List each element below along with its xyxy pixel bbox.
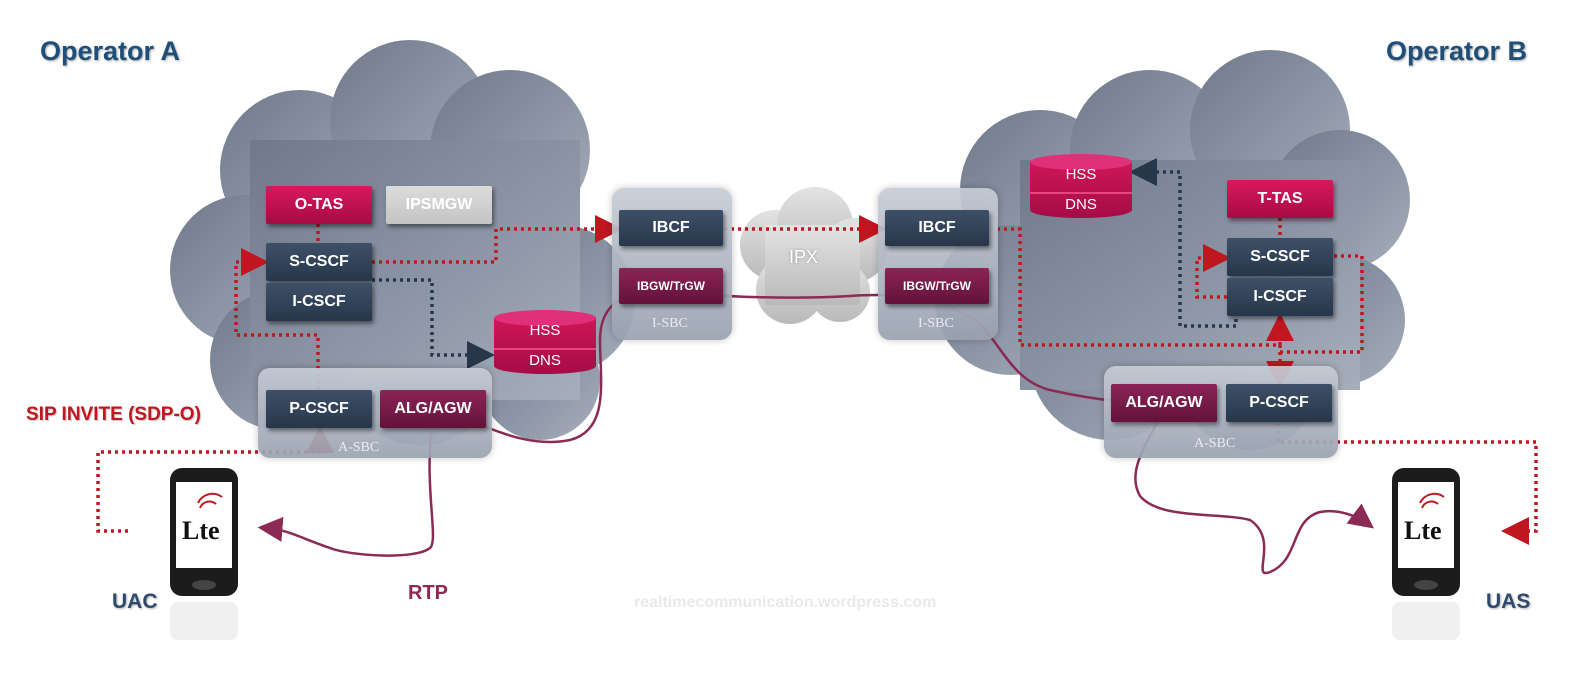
uas-phone bbox=[1392, 468, 1460, 640]
a-alg-agw-node: ALG/AGW bbox=[380, 390, 486, 428]
rtp-media-path bbox=[257, 290, 1375, 575]
o-tas-node: O-TAS bbox=[266, 186, 372, 224]
uas-phone-logo: Lte bbox=[1404, 516, 1442, 545]
i-sbc-label-b: I-SBC bbox=[918, 316, 954, 331]
a-s-cscf-node: S-CSCF bbox=[266, 243, 372, 281]
b-dns-label: DNS bbox=[1065, 196, 1097, 213]
t-tas-node: T-TAS bbox=[1227, 180, 1333, 218]
a-hss-dns-database: HSS DNS bbox=[494, 310, 596, 374]
ipsmgw-node: IPSMGW bbox=[386, 186, 492, 224]
ipx-cloud bbox=[740, 187, 887, 324]
a-ibcf-node: IBCF bbox=[619, 210, 723, 246]
b-s-cscf-node: S-CSCF bbox=[1227, 238, 1333, 276]
b-ibcf-node: IBCF bbox=[885, 210, 989, 246]
a-p-cscf-node: P-CSCF bbox=[266, 390, 372, 428]
a-sbc-label-a: A-SBC bbox=[338, 440, 380, 455]
a-sbc-label-b: A-SBC bbox=[1194, 436, 1236, 451]
b-hss-dns-database: HSS DNS bbox=[1030, 154, 1132, 218]
b-alg-agw-node: ALG/AGW bbox=[1111, 384, 1217, 422]
a-dns-label: DNS bbox=[529, 352, 561, 369]
rtp-label: RTP bbox=[408, 582, 448, 604]
ipx-label: IPX bbox=[789, 247, 819, 267]
uac-label: UAC bbox=[112, 590, 158, 613]
b-p-cscf-node: P-CSCF bbox=[1226, 384, 1332, 422]
uac-phone-logo: Lte bbox=[182, 516, 220, 545]
operator-b-label: Operator B bbox=[1386, 36, 1528, 66]
b-hss-label: HSS bbox=[1065, 166, 1097, 183]
i-sbc-label-a: I-SBC bbox=[652, 316, 688, 331]
diameter-path bbox=[372, 158, 1238, 369]
operator-a-label: Operator A bbox=[40, 36, 181, 66]
sip-invite-label: SIP INVITE (SDP-O) bbox=[26, 404, 201, 425]
a-hss-label: HSS bbox=[529, 322, 561, 339]
uac-phone bbox=[170, 468, 238, 640]
uas-label: UAS bbox=[1486, 590, 1531, 613]
a-ibgw-node: IBGW/TrGW bbox=[619, 268, 723, 304]
a-i-cscf-node: I-CSCF bbox=[266, 283, 372, 321]
b-ibgw-node: IBGW/TrGW bbox=[885, 268, 989, 304]
b-i-cscf-node: I-CSCF bbox=[1227, 278, 1333, 316]
watermark: realtimecommunication.wordpress.com bbox=[634, 594, 937, 611]
